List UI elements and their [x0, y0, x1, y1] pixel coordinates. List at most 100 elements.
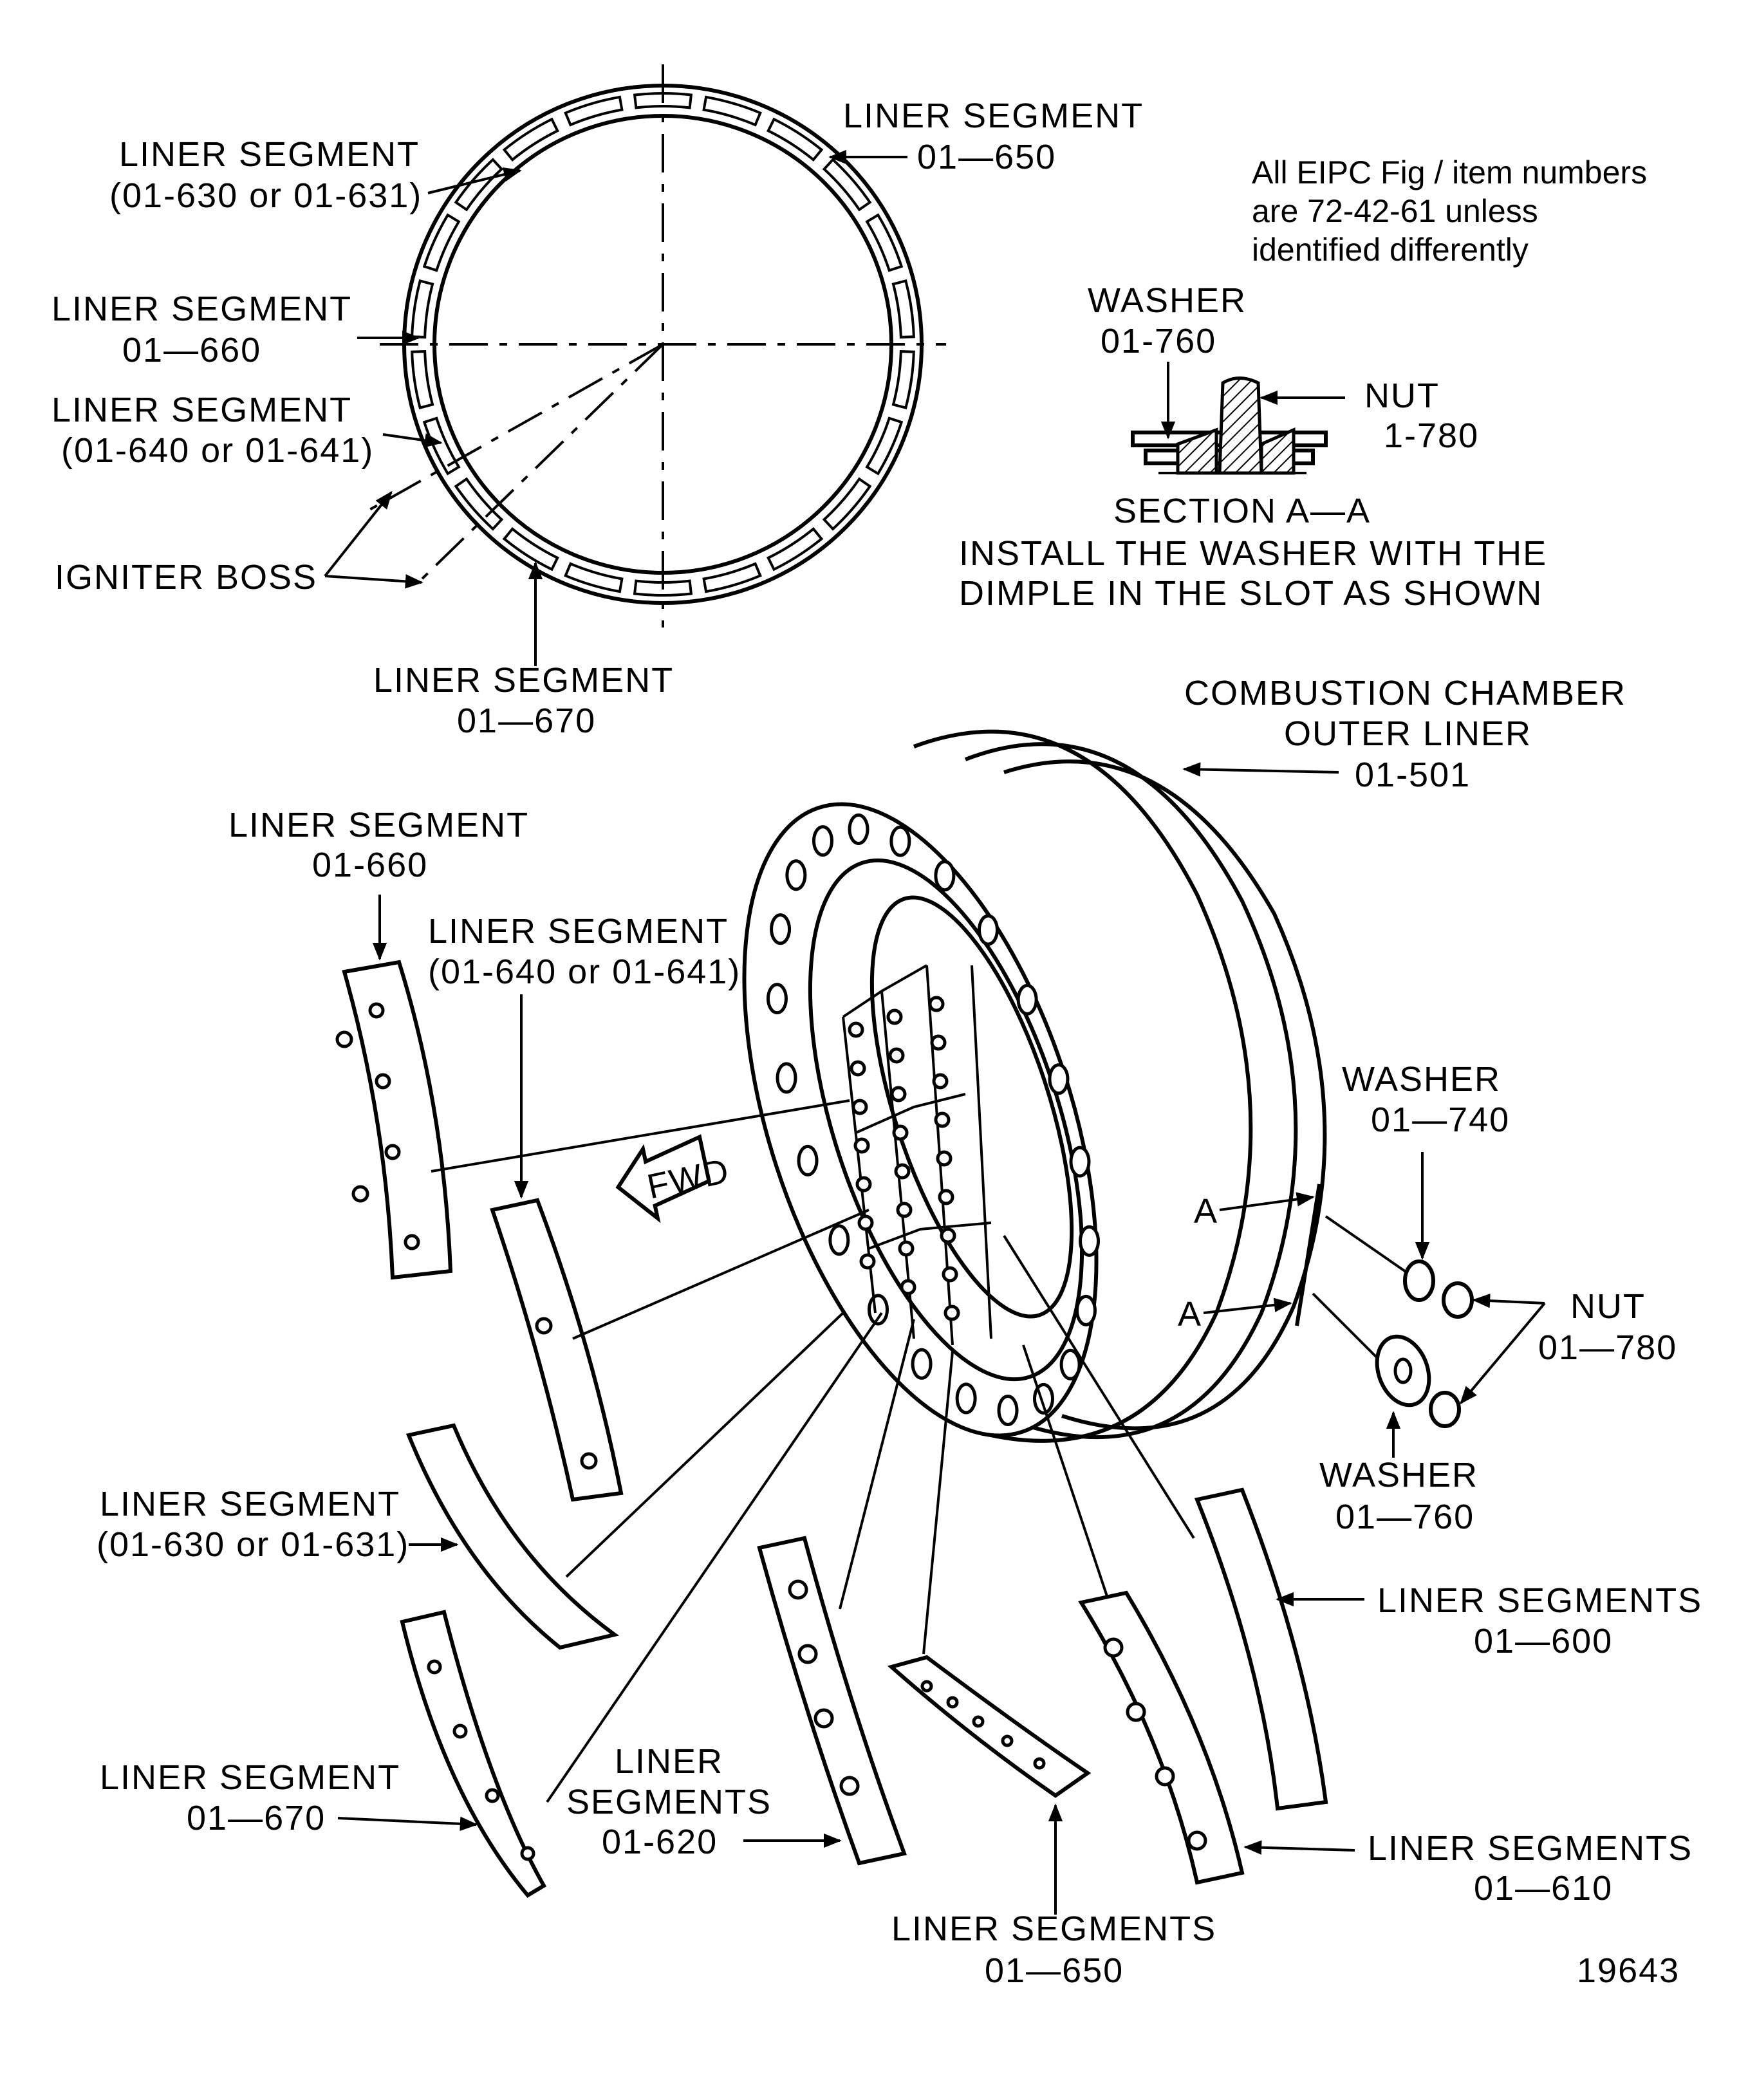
ring-segment-slot — [422, 416, 461, 476]
flange-hole — [1048, 1063, 1070, 1095]
eipc-note-line1: All EIPC Fig / item numbers — [1252, 154, 1647, 190]
ring-segment-slot — [564, 562, 624, 593]
flange-hole — [911, 1348, 933, 1380]
flange-hole — [1016, 983, 1038, 1016]
inner-liner-hole — [940, 1227, 956, 1244]
label-ex-liner-640-line2: (01-640 or 01-641) — [428, 952, 741, 991]
label-igniter-boss: IGNITER BOSS — [55, 558, 317, 597]
label-ex-liner-610-line2: 01—610 — [1474, 1869, 1613, 1908]
section-arrow-upper — [1219, 1192, 1315, 1211]
flange-hole — [1075, 1294, 1097, 1326]
inner-liner-hole — [930, 1034, 947, 1051]
inner-liner-hole — [928, 996, 945, 1012]
leader-nut-780-b — [1460, 1302, 1546, 1405]
label-ex-liner-660-line1: LINER SEGMENT — [228, 806, 529, 844]
segment-610 — [1078, 1590, 1245, 1885]
label-liner-650-top-line1: LINER SEGMENT — [843, 97, 1144, 135]
inner-liner-hole — [894, 1163, 911, 1180]
ring-segment-slot — [454, 158, 504, 212]
ring-segment-slot — [767, 117, 824, 162]
label-nut-780-line2: 01—780 — [1538, 1328, 1677, 1367]
nut-780-part-lower — [1429, 1391, 1461, 1428]
label-ex-liner-640-line1: LINER SEGMENT — [428, 912, 729, 951]
inner-liner-hole — [886, 1008, 903, 1025]
hardware-right — [1312, 1215, 1474, 1428]
flange-hole — [1079, 1225, 1101, 1257]
label-install-note-line1: INSTALL THE WASHER WITH THE — [959, 534, 1547, 573]
ring-segment-slot — [891, 350, 915, 410]
label-liner-660-top-line2: 01—660 — [122, 331, 261, 369]
inner-liner-hole — [944, 1305, 960, 1321]
label-washer-740-line1: WASHER — [1342, 1060, 1501, 1099]
leader-ex-620-to-chamber — [839, 1319, 915, 1610]
label-install-note-line2: DIMPLE IN THE SLOT AS SHOWN — [959, 574, 1543, 613]
label-liner-630-top-line1: LINER SEGMENT — [119, 135, 420, 174]
label-ex-liner-620-line1: LINER — [615, 1742, 723, 1781]
leader-ex-660-to-chamber — [431, 1099, 850, 1173]
label-combustion-line1: COMBUSTION CHAMBER — [1184, 674, 1626, 712]
section-arrow-lower — [1203, 1297, 1292, 1314]
label-ex-liner-620-line2: SEGMENTS — [566, 1783, 772, 1821]
flange-hole — [997, 1394, 1019, 1426]
ring-segment-slot — [564, 95, 624, 127]
inner-liner-hole — [850, 1060, 866, 1077]
leader-ex-610 — [1243, 1840, 1355, 1855]
ring-segment-slot — [411, 350, 434, 410]
label-nut-780-top-line1: NUT — [1364, 376, 1440, 415]
flange-hole — [848, 813, 869, 846]
label-combustion-line3: 01-501 — [1355, 756, 1471, 794]
label-nut-780-line1: NUT — [1570, 1287, 1646, 1326]
ring-segment-slot — [502, 117, 559, 162]
inner-liner-hole — [848, 1021, 864, 1038]
label-liner-630-top-line2: (01-630 or 01-631) — [109, 176, 422, 215]
label-ex-liner-650-line2: 01—650 — [985, 1951, 1124, 1990]
combustion-chamber-outer-liner — [742, 729, 1327, 1443]
flange-hole — [812, 825, 833, 857]
inner-liner-hole — [934, 1111, 951, 1128]
inner-liner-hole — [932, 1073, 949, 1090]
leader-ex-670-to-chamber — [546, 1312, 883, 1803]
flange-hole — [977, 914, 999, 946]
inner-liner-holes — [848, 996, 960, 1321]
ring-segment-slot — [702, 562, 762, 593]
label-liner-640-top-line2: (01-640 or 01-641) — [61, 431, 374, 470]
label-ex-liner-600-line1: LINER SEGMENTS — [1377, 1581, 1702, 1620]
inner-liner-hole — [859, 1253, 876, 1270]
label-ex-liner-650-line1: LINER SEGMENTS — [891, 1910, 1216, 1948]
ring-segment-slot — [865, 416, 904, 476]
segment-670 — [400, 1610, 547, 1898]
label-ex-liner-600-line2: 01—600 — [1474, 1622, 1613, 1660]
label-ex-liner-620-line3: 01-620 — [602, 1823, 718, 1861]
label-liner-660-top-line1: LINER SEGMENT — [51, 290, 352, 328]
segment-650 — [887, 1655, 1092, 1798]
top-ring-view — [360, 64, 946, 627]
label-ex-liner-610-line1: LINER SEGMENTS — [1368, 1829, 1693, 1868]
inner-liner-hole — [890, 1086, 907, 1102]
ring-segment-slot — [502, 526, 559, 571]
flange-hole — [776, 1062, 797, 1094]
segment-630 — [405, 1423, 620, 1650]
flange-hole — [889, 825, 911, 857]
leader-ex-640-to-chamber — [572, 1209, 869, 1340]
flange-hole — [955, 1382, 977, 1415]
inner-liner-hole — [900, 1279, 916, 1296]
label-ex-liner-670-line1: LINER SEGMENT — [100, 1758, 400, 1797]
eipc-note-line3: identified differently — [1252, 232, 1529, 268]
ring-segment-slot — [411, 279, 434, 339]
label-nut-780-top-line2: 1-780 — [1384, 416, 1479, 455]
ring-segment-slot — [454, 477, 504, 531]
figure-number: 19643 — [1577, 1951, 1680, 1990]
inner-liner-hole — [857, 1214, 874, 1231]
label-liner-640-top-line1: LINER SEGMENT — [51, 391, 352, 429]
label-ex-liner-630-line2: (01-630 or 01-631) — [97, 1525, 409, 1564]
ring-segment-slot — [891, 279, 915, 339]
flange-hole — [770, 913, 792, 945]
label-section-mark-lower: A — [1178, 1295, 1202, 1333]
inner-liner-hole — [898, 1240, 915, 1257]
inner-liner-hole — [892, 1124, 909, 1141]
flange-hole — [797, 1144, 819, 1176]
leader-ex-650-to-chamber — [922, 1351, 954, 1655]
inner-liner-hole — [851, 1099, 868, 1115]
label-washer-760-top-line1: WASHER — [1088, 281, 1247, 320]
label-combustion-line2: OUTER LINER — [1284, 714, 1532, 753]
